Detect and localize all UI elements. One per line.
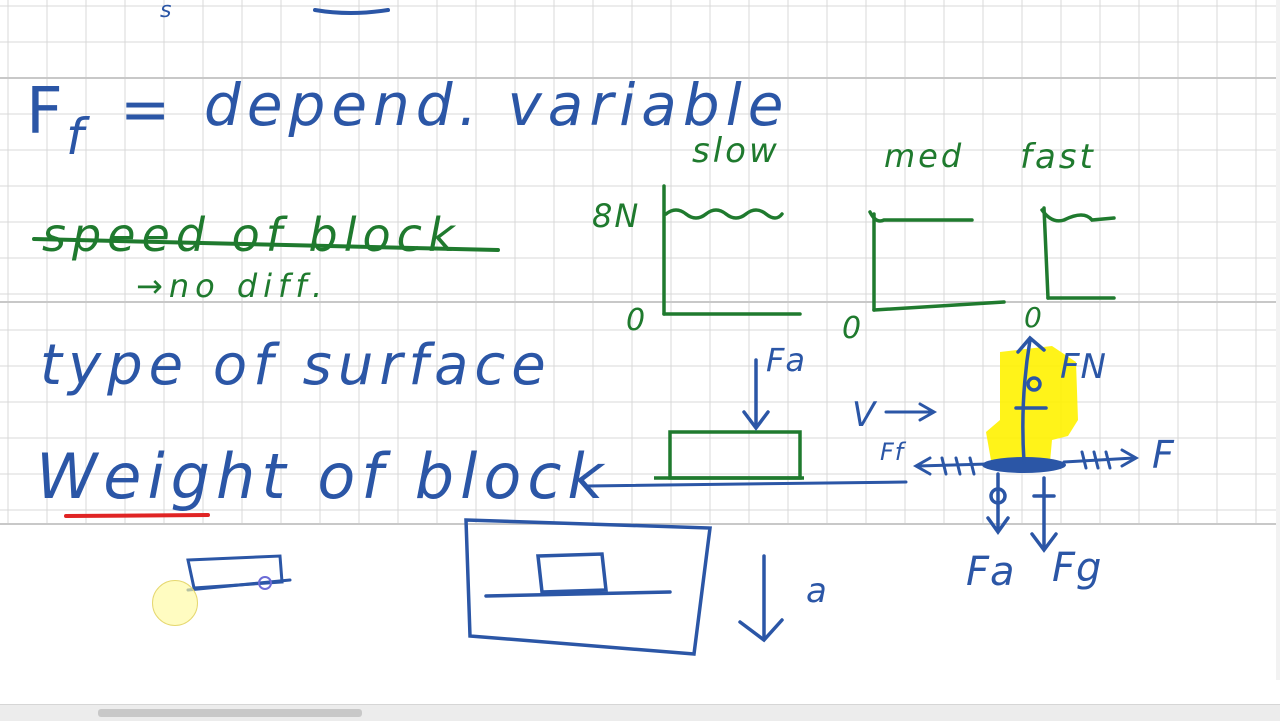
fn-label: FN: [1060, 347, 1107, 387]
horizontal-scrollbar[interactable]: [0, 704, 1280, 721]
graph-y-max-label: 8N: [592, 197, 641, 235]
vertical-scrollbar[interactable]: [1276, 0, 1280, 680]
equals-sign: =: [120, 75, 177, 145]
top-remnant-stroke: [313, 8, 390, 15]
speed-of-block-struck: speed of block: [42, 208, 461, 262]
strike-line: [32, 237, 500, 252]
no-diff-note: →no diff.: [136, 267, 329, 305]
fa-arrow-down: [742, 358, 770, 431]
graph-slow-label: slow: [692, 131, 780, 171]
ink-layer: [0, 0, 1280, 656]
highlight-yellow: [986, 346, 1078, 466]
fg-arrow: [1030, 476, 1058, 553]
graph-fast-label: fast: [1020, 137, 1096, 177]
graph-fast: [1040, 206, 1116, 300]
ff-arrow-left: [912, 456, 990, 476]
f-arrow-right: [1062, 448, 1140, 470]
a-label: a: [806, 571, 833, 611]
fa-arrow-bottom: [986, 472, 1010, 536]
fbd-object: [982, 457, 1066, 473]
graph-med: [868, 210, 1006, 312]
graph-slow: [662, 184, 802, 316]
elevator-sketch: [464, 518, 712, 656]
red-underline: [64, 513, 210, 518]
graph-slow-zero: 0: [626, 303, 652, 338]
fa-bottom-label: Fa: [966, 549, 1016, 595]
fg-label: Fg: [1052, 545, 1103, 591]
graph-med-label: med: [884, 137, 965, 175]
small-block-sketch: [186, 554, 292, 592]
ff-symbol: F: [26, 75, 69, 149]
weight-of-block-label: Weight of block: [36, 440, 610, 513]
block-diagram: [654, 430, 804, 480]
a-arrow-down: [738, 554, 784, 643]
v-arrow: [884, 402, 938, 422]
type-of-surface-label: type of surface: [40, 333, 552, 398]
whiteboard-canvas[interactable]: s F f = depend. variable speed of block …: [0, 0, 1280, 680]
graph-med-zero: 0: [842, 311, 868, 346]
fa-top-label: Fa: [766, 341, 807, 379]
scrollbar-thumb[interactable]: [98, 709, 362, 717]
fn-arrow: [1014, 335, 1048, 464]
ff-fbd-label: Ff: [880, 438, 905, 466]
dependent-variable-label: depend. variable: [204, 71, 790, 139]
v-label: V: [852, 395, 882, 435]
graph-fast-zero: 0: [1024, 301, 1048, 334]
ff-subscript: f: [66, 108, 90, 166]
f-label: F: [1152, 433, 1180, 477]
subscript-top: s: [160, 0, 178, 23]
pen-cursor-indicator: [152, 580, 198, 626]
